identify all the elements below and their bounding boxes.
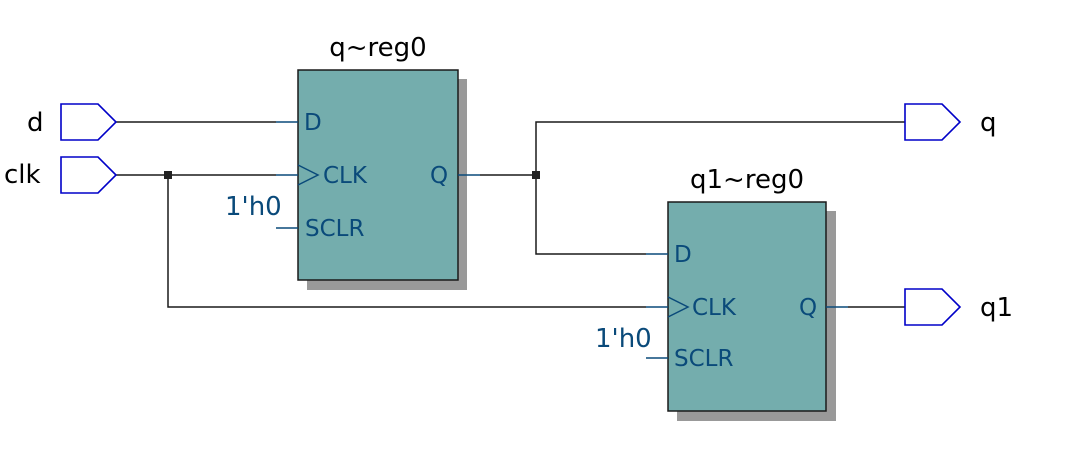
port-label: d (27, 108, 44, 138)
input-port-clk[interactable]: clk (4, 156, 118, 194)
wire-q-output (535, 121, 905, 175)
register-title: q1~reg0 (690, 165, 804, 195)
pin-q-label: Q (799, 295, 817, 321)
register-title: q~reg0 (329, 33, 426, 63)
wires (116, 121, 905, 308)
port-arrow-icon[interactable] (904, 103, 962, 141)
pin-q-label: Q (430, 163, 448, 189)
wire-q-to-reg1-d (535, 175, 646, 255)
clock-triangle-icon (297, 164, 320, 186)
output-port-q[interactable]: q (904, 103, 997, 141)
register-q1-reg0[interactable]: q1~reg0 D CLK SCLR Q 1'h0 (595, 165, 848, 421)
port-label: clk (4, 160, 41, 190)
output-port-q1[interactable]: q1 (904, 288, 1013, 326)
pin-d-label: D (304, 110, 322, 136)
port-label: q1 (980, 293, 1013, 323)
pin-d-label: D (674, 242, 692, 268)
junction-dot-clk (164, 171, 172, 179)
pin-sclr-label: SCLR (674, 346, 733, 372)
pin-sclr-label: SCLR (305, 216, 364, 242)
register-body[interactable] (667, 201, 827, 412)
sclr-constant: 1'h0 (595, 324, 652, 354)
port-label: q (980, 108, 997, 138)
register-q-reg0[interactable]: q~reg0 D CLK SCLR Q 1'h0 (225, 33, 480, 290)
port-arrow-icon[interactable] (904, 288, 962, 326)
pin-clk-label: CLK (323, 163, 368, 189)
clock-triangle-icon (667, 296, 690, 318)
port-arrow-icon[interactable] (60, 103, 118, 141)
port-arrow-icon[interactable] (60, 156, 118, 194)
wire-clk-branch (167, 175, 646, 308)
junction-dot-q (532, 171, 540, 179)
input-port-d[interactable]: d (27, 103, 118, 141)
sclr-constant: 1'h0 (225, 192, 282, 222)
pin-clk-label: CLK (692, 295, 737, 321)
